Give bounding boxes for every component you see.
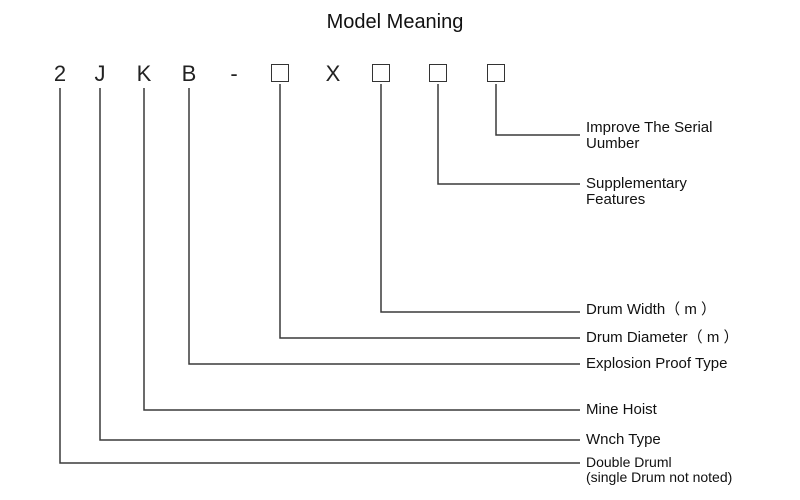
label-serial-line2: Uumber bbox=[586, 135, 640, 152]
leader-line-width bbox=[380, 84, 580, 313]
code-char-2: 2 bbox=[53, 61, 67, 86]
code-box-width bbox=[372, 64, 390, 82]
code-char-k: K bbox=[136, 61, 152, 86]
label-winch-type: Wnch Type bbox=[586, 431, 661, 448]
code-box-serial bbox=[487, 64, 505, 82]
label-explosion-proof: Explosion Proof Type bbox=[586, 355, 728, 372]
label-supplementary-line1: Supplementary bbox=[586, 175, 687, 192]
label-drum-width: Drum Width（ m ） bbox=[586, 301, 717, 318]
leader-line-explosion bbox=[188, 88, 580, 365]
label-drum-diameter: Drum Diameter（ m ） bbox=[586, 329, 739, 346]
leader-line-double bbox=[59, 88, 580, 464]
code-char-dash: - bbox=[230, 61, 238, 86]
code-char-x: X bbox=[325, 61, 341, 86]
leader-line-mine bbox=[143, 88, 580, 411]
code-box-supplementary bbox=[429, 64, 447, 82]
leader-line-winch bbox=[99, 88, 580, 441]
label-double-drum-line2: (single Drum not noted) bbox=[586, 469, 733, 485]
code-box-diameter bbox=[271, 64, 289, 82]
label-supplementary-line2: Features bbox=[586, 191, 646, 208]
leader-line-diameter bbox=[279, 84, 580, 339]
leader-line-supplementary bbox=[437, 84, 580, 185]
code-char-j: J bbox=[94, 61, 106, 86]
leader-line-serial bbox=[495, 84, 580, 136]
label-double-drum-line1: Double Druml bbox=[586, 454, 672, 470]
code-char-b: B bbox=[181, 61, 197, 86]
label-mine-hoist: Mine Hoist bbox=[586, 401, 657, 418]
label-serial-line1: Improve The Serial bbox=[586, 119, 713, 136]
diagram-title: Model Meaning bbox=[326, 11, 464, 33]
